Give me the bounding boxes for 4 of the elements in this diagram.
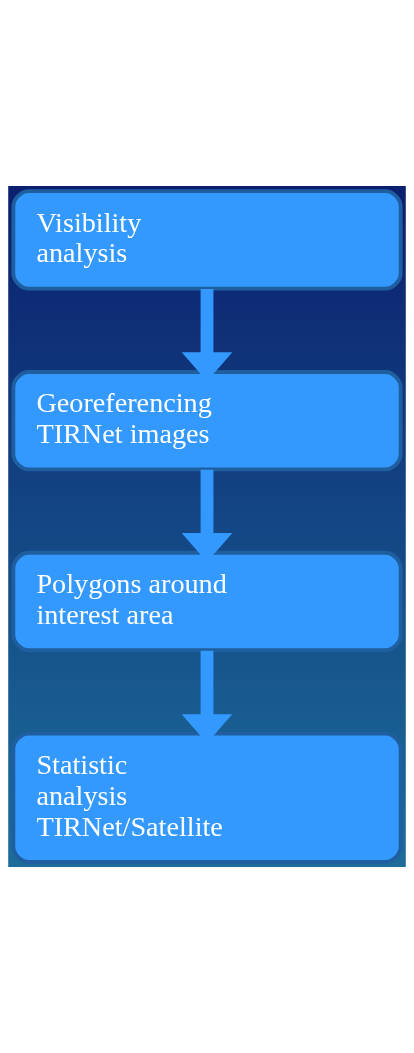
node-box: Georeferencing TIRNet images (11, 370, 403, 472)
node-box: Statistic analysis TIRNet/Satellite (11, 731, 403, 864)
node-box: Polygons around interest area (11, 550, 403, 653)
node-box: Visibility analysis (11, 189, 403, 291)
